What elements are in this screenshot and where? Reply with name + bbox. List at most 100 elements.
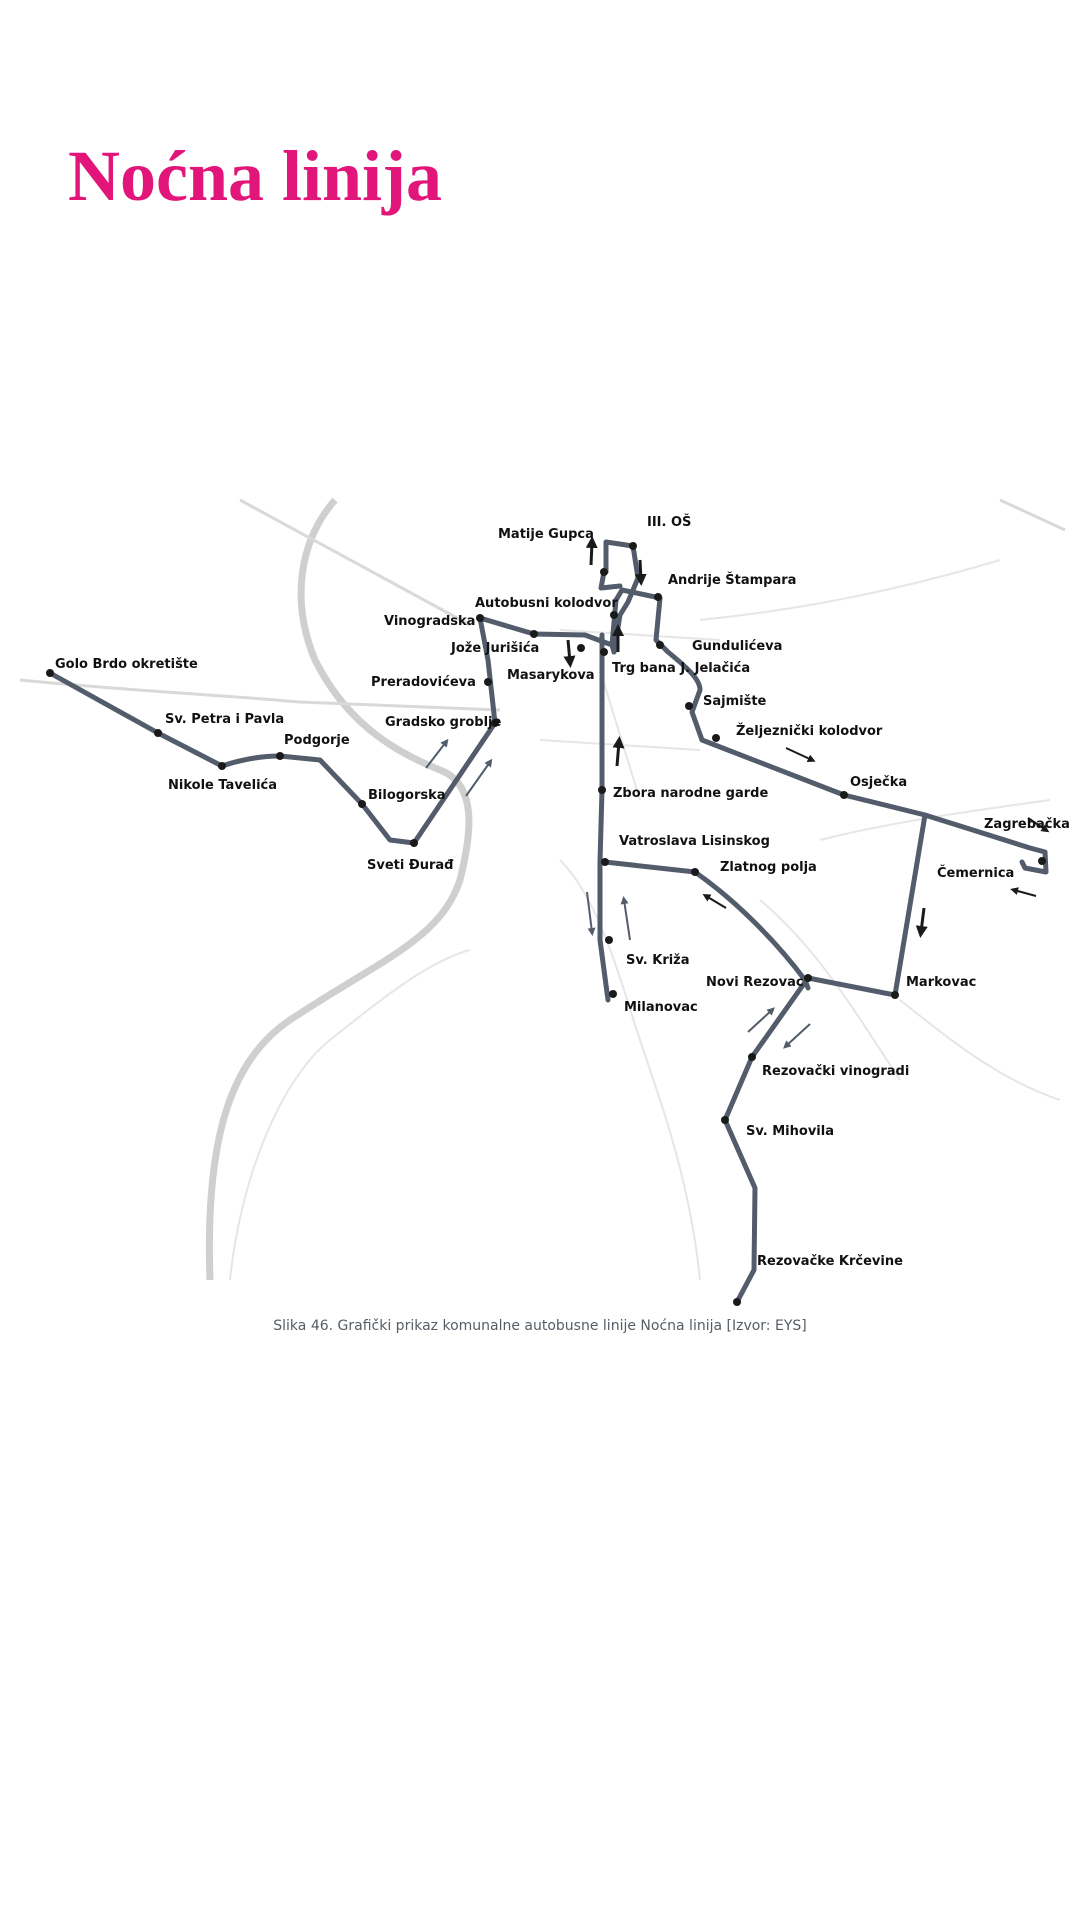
stop-marker	[530, 630, 538, 638]
stop-marker	[1038, 857, 1046, 865]
stop-marker	[577, 644, 585, 652]
road-town-grid-1	[559, 629, 721, 641]
stop-marker	[891, 991, 899, 999]
route-matije-gupca-link	[598, 569, 623, 591]
direction-arrow-icon	[634, 559, 647, 586]
direction-arrows	[425, 536, 1050, 1049]
road-southeast	[899, 999, 1061, 1101]
stop-marker	[410, 839, 418, 847]
road-east-lower	[819, 799, 1051, 841]
direction-arrow-icon	[785, 747, 816, 762]
main-road-west	[19, 678, 501, 712]
stop-label-gradsko-groblje: Gradsko groblje	[385, 715, 502, 730]
direction-arrow-icon	[563, 639, 576, 668]
stop-label-autobusni-kolodvor: Autobusni kolodvor	[475, 596, 618, 611]
stop-label-gunduliceva: Gundulićeva	[692, 639, 782, 654]
stop-label-masarykova: Masarykova	[507, 668, 595, 683]
direction-arrow-icon	[620, 896, 631, 941]
stop-label-zbora-narodne-garde: Zbora narodne garde	[613, 786, 768, 801]
stop-marker	[685, 702, 693, 710]
stop-marker	[476, 614, 484, 622]
main-road-north	[239, 498, 471, 627]
stop-label-zeljeznicki-kolodvor: Željeznički kolodvor	[736, 723, 883, 739]
stop-label-milanovac: Milanovac	[624, 1000, 698, 1015]
stop-marker	[610, 611, 618, 619]
route-zbora-spine	[597, 632, 611, 1003]
route-lines	[47, 539, 1049, 1305]
road-southwest	[229, 949, 471, 1281]
route-east-branch	[609, 587, 1049, 875]
stop-labels: Golo Brdo okretište Sv. Petra i Pavla Po…	[55, 514, 1070, 1269]
river	[205, 497, 473, 1281]
stop-marker	[609, 990, 617, 998]
stop-marker	[840, 791, 848, 799]
route-markovac	[805, 812, 928, 998]
stop-marker	[733, 1298, 741, 1306]
stop-marker	[598, 786, 606, 794]
direction-arrow-icon	[915, 907, 928, 938]
stop-label-cemernica: Čemernica	[937, 865, 1014, 881]
stop-markers	[46, 542, 1046, 1306]
stop-marker	[748, 1053, 756, 1061]
road-south	[559, 859, 701, 1281]
stop-label-vatroslava-lisinskog: Vatroslava Lisinskog	[619, 834, 770, 849]
stop-label-rezovacke-krcevine: Rezovačke Krčevine	[757, 1254, 903, 1269]
stop-marker	[712, 734, 720, 742]
stop-marker	[276, 752, 284, 760]
stop-marker	[491, 719, 499, 727]
stop-label-sveti-durad: Sveti Đurađ	[367, 858, 454, 873]
stop-marker	[46, 669, 54, 677]
direction-arrow-icon	[1027, 817, 1050, 833]
stop-label-iii-os: III. OŠ	[647, 514, 691, 530]
page-title: Noćna linija	[68, 136, 443, 216]
stop-label-novi-rezovac: Novi Rezovac	[706, 975, 804, 990]
stop-marker	[484, 678, 492, 686]
stop-label-sv-mihovila: Sv. Mihovila	[746, 1124, 834, 1139]
stop-marker	[218, 762, 226, 770]
stop-marker	[154, 729, 162, 737]
direction-arrow-icon	[612, 736, 625, 767]
direction-arrow-icon	[585, 536, 598, 566]
direction-arrow-icon	[747, 1007, 775, 1033]
route-map: Golo Brdo okretište Sv. Petra i Pavla Po…	[19, 497, 1070, 1306]
figure-caption: Slika 46. Grafički prikaz komunalne auto…	[273, 1318, 807, 1334]
map-background	[19, 497, 1066, 1281]
stop-label-zagrebacka: Zagrebačka	[984, 817, 1070, 832]
stop-label-trg-bana: Trg bana J. Jelačića	[612, 661, 750, 676]
stop-marker	[358, 800, 366, 808]
stop-label-vinogradska: Vinogradska	[384, 614, 475, 629]
stop-label-sv-petra-pavla: Sv. Petra i Pavla	[165, 712, 284, 727]
stop-marker	[656, 641, 664, 649]
direction-arrow-icon	[1010, 887, 1037, 897]
stop-label-golo-brdo: Golo Brdo okretište	[55, 657, 198, 672]
stop-label-joze-jurisica: Jože Jurišića	[450, 641, 539, 656]
stop-marker	[600, 648, 608, 656]
stop-label-andrije-stampara: Andrije Štampara	[668, 572, 796, 588]
stop-label-nikole-tavelica: Nikole Tavelića	[168, 778, 277, 793]
stop-label-sajmiste: Sajmište	[703, 694, 767, 709]
stop-label-matije-gupca: Matije Gupca	[498, 527, 594, 542]
stop-label-rezovacki-vinogradi: Rezovački vinogradi	[762, 1064, 909, 1079]
direction-arrow-icon	[425, 738, 449, 769]
stop-label-podgorje: Podgorje	[284, 733, 350, 748]
direction-arrow-icon	[465, 758, 493, 797]
stop-marker	[804, 974, 812, 982]
stop-label-osjecka: Osječka	[850, 775, 907, 790]
direction-arrow-icon	[702, 893, 727, 909]
route-lisinskog-zlatnog	[602, 859, 811, 991]
direction-arrow-icon	[783, 1023, 811, 1049]
road-town-grid-3	[599, 669, 641, 801]
stop-label-bilogorska: Bilogorska	[368, 788, 446, 803]
stop-marker	[691, 868, 699, 876]
stop-marker	[600, 568, 608, 576]
stop-marker	[605, 936, 613, 944]
stop-label-sv-kriza: Sv. Križa	[626, 953, 690, 968]
route-south-branch	[722, 975, 811, 1305]
stop-marker	[629, 542, 637, 550]
road-northeast	[699, 559, 1001, 621]
stop-marker	[601, 858, 609, 866]
stop-marker	[654, 593, 662, 601]
stop-marker	[721, 1116, 729, 1124]
direction-arrow-icon	[586, 891, 596, 936]
stop-label-markovac: Markovac	[906, 975, 976, 990]
